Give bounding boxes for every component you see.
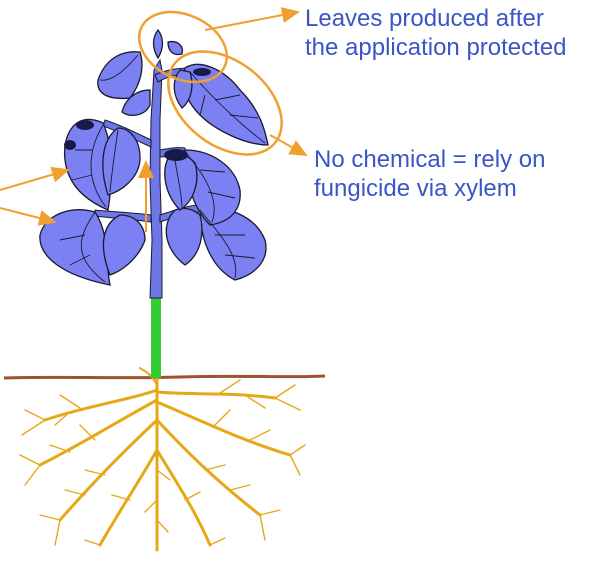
no-chemical-label-line-1: No chemical = rely on [314,145,545,174]
new-leaves-label-line-1: Leaves produced after [305,4,567,33]
new-leaves-label: Leaves produced after the application pr… [305,4,567,62]
root-system [40,368,290,550]
bud-top [154,30,163,58]
leaf-mid-left-2 [103,128,140,195]
bud-top-right [168,42,182,55]
lower-stem [151,296,161,378]
arrow-to-no-chemical [270,135,306,155]
leaf-upper-left [98,52,142,99]
upper-stem [150,60,162,298]
soil-line [4,376,325,378]
arrow-to-top-ellipse [205,12,298,30]
no-chemical-label-line-2: fungicide via xylem [314,174,545,203]
arrow-left-upper [0,170,68,190]
arrow-left-lower [0,208,55,222]
no-chemical-label: No chemical = rely on fungicide via xyle… [314,145,545,203]
new-leaves-label-line-2: the application protected [305,33,567,62]
leaf-mid-right-2 [165,154,197,210]
leaf-lower-left-2 [103,215,145,275]
leaf-lower-right-2 [166,208,202,265]
